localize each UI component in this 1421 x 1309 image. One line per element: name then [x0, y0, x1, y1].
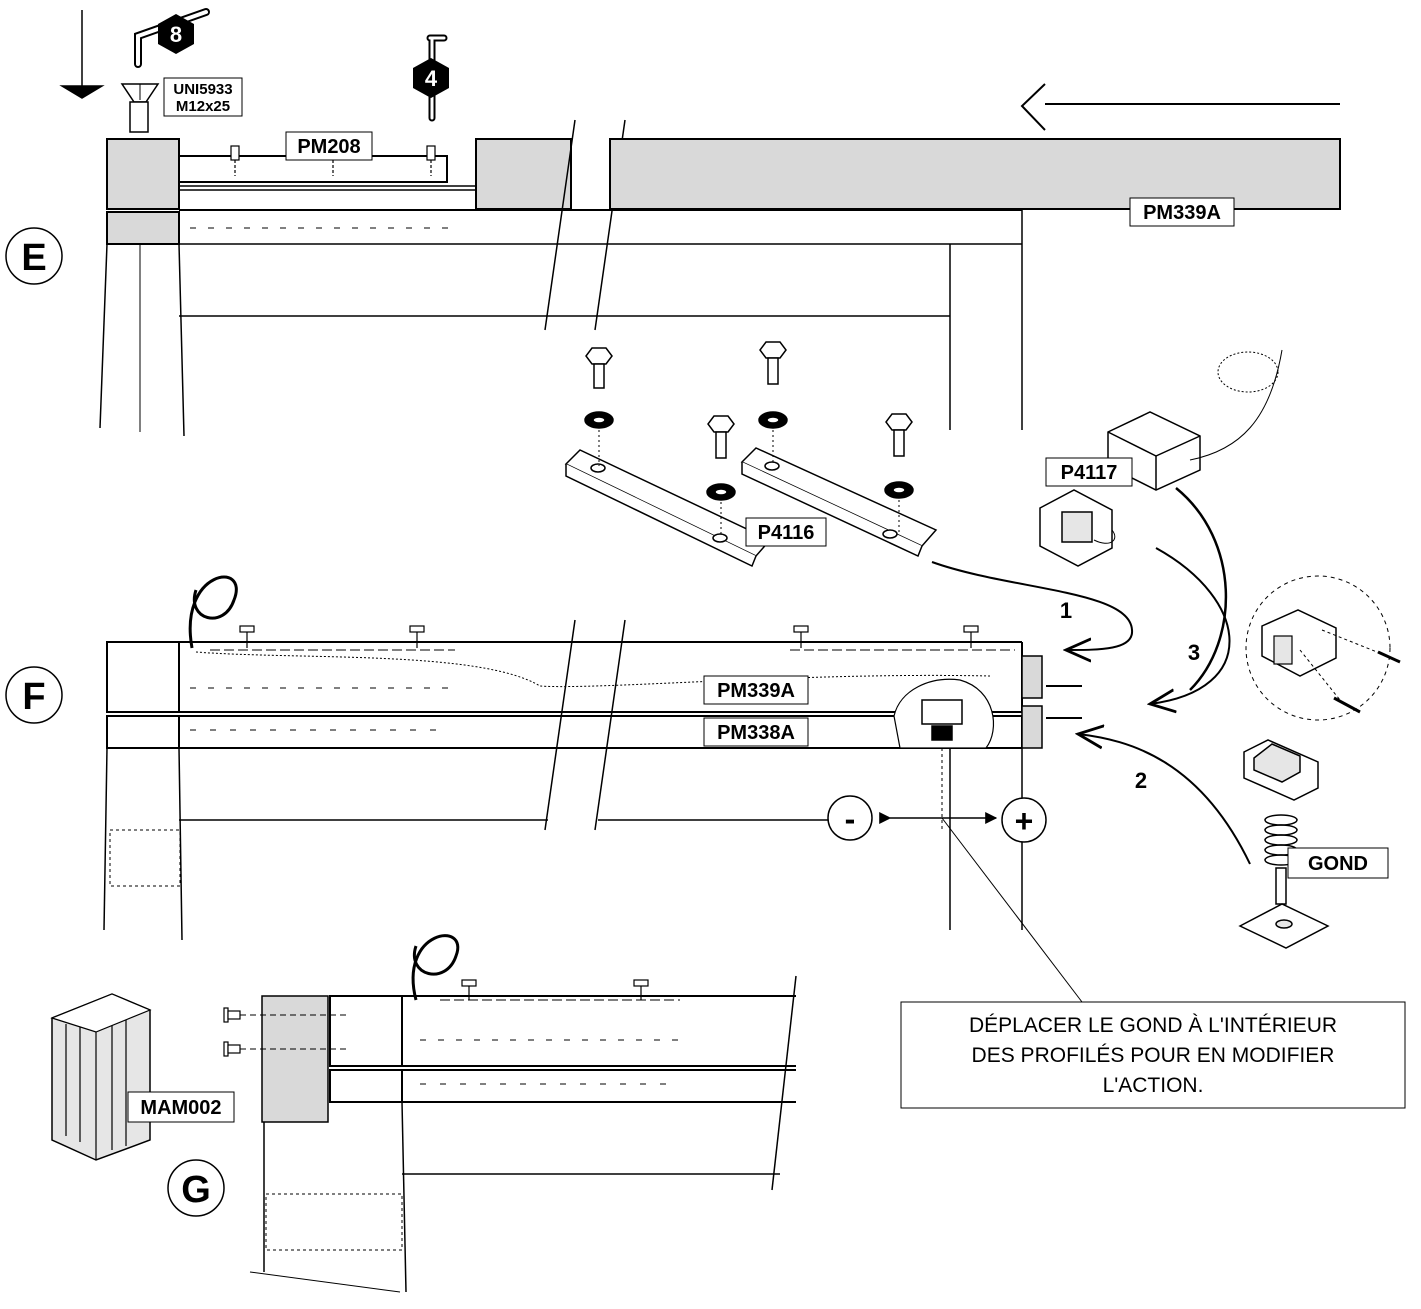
countersunk-screw [120, 83, 160, 133]
gond-label-box: GOND [1287, 847, 1389, 879]
pm339a-mid-label: PM339A [717, 680, 795, 702]
p4117-label-box: P4117 [1045, 457, 1133, 487]
gond-assembly [1238, 739, 1330, 949]
pm339a-mid-label-box: PM339A [703, 675, 809, 705]
sequence-step-1: 1 [1060, 598, 1072, 623]
step-e-letter: E [21, 237, 46, 279]
left-post-top [106, 138, 180, 210]
step-g-marker: G [167, 1159, 225, 1217]
gond-label: GOND [1308, 853, 1368, 875]
sequence-step-3: 3 [1188, 640, 1200, 665]
pm339a-bar-top [609, 138, 1341, 210]
f-rail-screws [239, 625, 979, 648]
pm339a-top-label: PM339A [1143, 202, 1221, 224]
note-line-3: L'ACTION. [1103, 1074, 1204, 1097]
screw-spec-line2: M12x25 [176, 98, 230, 115]
step-g-letter: G [181, 1169, 211, 1211]
sequence-arrows [931, 487, 1251, 865]
pm339a-top-label-box: PM339A [1129, 197, 1235, 227]
hex-key-4: 4 [413, 34, 449, 122]
slide-direction-arrow [1020, 83, 1340, 131]
section-g [50, 934, 797, 1293]
p4116-plates [564, 341, 938, 568]
hex-key-4-label: 4 [425, 66, 438, 91]
step-f-marker: F [5, 666, 63, 724]
adjust-minus: - [845, 801, 856, 837]
p4116-label-box: P4116 [745, 517, 827, 547]
hex-key-8: 8 [134, 8, 210, 68]
mam002-label: MAM002 [140, 1097, 221, 1119]
note-line-1: DÉPLACER LE GOND À L'INTÉRIEUR [969, 1014, 1337, 1037]
section-f [103, 575, 1082, 941]
p4117-switch [1039, 349, 1283, 567]
left-post-bottom [106, 211, 180, 245]
pm208-label: PM208 [297, 136, 360, 158]
step-f-letter: F [22, 676, 45, 718]
switch-detail-circle [1245, 575, 1401, 721]
p4117-label: P4117 [1061, 462, 1118, 484]
note-line-2: DES PROFILÉS POUR EN MODIFIER [972, 1044, 1335, 1067]
pm208-label-box: PM208 [285, 131, 373, 161]
p4116-label: P4116 [758, 522, 815, 544]
adjust-indicator: - + [827, 748, 1083, 1003]
end-block [475, 138, 572, 210]
step-e-marker: E [5, 227, 63, 285]
adjust-plus: + [1015, 803, 1034, 839]
sequence-step-2: 2 [1135, 768, 1147, 793]
hex-key-8-label: 8 [170, 22, 182, 47]
down-arrow [59, 10, 105, 99]
note-box: DÉPLACER LE GOND À L'INTÉRIEUR DES PROFI… [900, 1001, 1406, 1109]
pm338a-label-box: PM338A [703, 717, 809, 747]
screw-spec-line1: UNI5933 [173, 81, 232, 98]
section-e [59, 10, 1341, 437]
pm338a-label: PM338A [717, 722, 795, 744]
mam002-label-box: MAM002 [127, 1091, 235, 1123]
screw-spec-label: UNI5933 M12x25 [163, 77, 243, 117]
